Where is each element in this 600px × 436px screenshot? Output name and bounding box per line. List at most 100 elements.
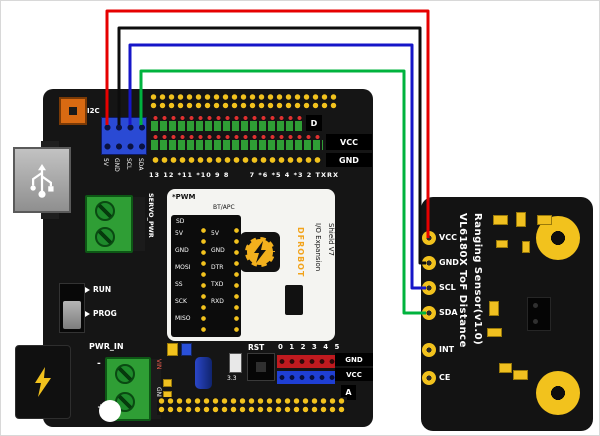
vcc-label: VCC: [340, 137, 358, 147]
sensor-pad-int: [422, 343, 436, 357]
sensor-pad-sda: [422, 306, 436, 320]
sensor-pin-gnd: GND: [439, 258, 459, 267]
analog-gnd-label: GND: [345, 355, 363, 364]
sensor-smd-3: [537, 215, 552, 225]
digital-section-badge: D: [306, 115, 322, 131]
sensor-pin-vcc: VCC: [439, 233, 457, 242]
digital-led-row-1: [151, 115, 303, 131]
product-name-line1: I/O Expansion: [314, 223, 322, 272]
pwr-terminal-screw-1: [115, 364, 135, 384]
run-prog-switch-knob: [63, 301, 81, 329]
i2c-pin-label-5v: 5V: [102, 158, 109, 166]
bottom-header-strip: [157, 397, 347, 415]
i2c-header: [101, 117, 147, 155]
sensor-smd-5: [522, 241, 530, 253]
pwm-label: *PWM: [172, 193, 196, 201]
capacitor: [195, 357, 212, 389]
prog-pointer-icon: [85, 311, 90, 317]
digital-header-strip: [149, 93, 337, 109]
transistor-component: [285, 285, 303, 315]
sensor-smd-8: [499, 363, 512, 373]
digital-section-label: D: [310, 118, 318, 128]
tof-emitter-aperture: [533, 303, 538, 308]
rst-button-cap: [256, 362, 266, 372]
i2c-pin-label-gnd: GND: [113, 158, 120, 172]
sensor-name-line1: VL6180X ToF Distance: [457, 213, 468, 348]
digital-pin-numbers-left: 13 12 *11 *10 9 8: [149, 171, 230, 179]
power-jack: [15, 345, 71, 419]
sensor-mount-hole-bottom: [536, 371, 580, 415]
bt-apc-label: BT/APC: [213, 204, 235, 211]
rst-label: RST: [248, 343, 265, 352]
spi-pin-miso: MISO: [175, 315, 191, 322]
blue-jumper: [181, 343, 192, 356]
servo-terminal-screw-2: [95, 227, 115, 247]
serial-pin-txd: TXD: [211, 281, 224, 288]
shield-orange-button: [59, 97, 87, 125]
vin-gnd-label: GND: [155, 387, 162, 401]
yellow-jumper: [167, 343, 178, 356]
analog-gnd-badge: GND: [335, 353, 373, 366]
gnd-label: GND: [339, 155, 359, 165]
analog-vcc-label: VCC: [346, 370, 362, 379]
sensor-pin-ce: CE: [439, 373, 451, 382]
product-name: I/O Expansion Shield V7: [311, 223, 339, 339]
analog-section-badge: A: [341, 385, 356, 400]
pwr-in-label: PWR_IN: [89, 342, 124, 351]
product-name-line2: Shield V7: [327, 223, 335, 256]
serial-pin-dtr: DTR: [211, 264, 224, 271]
i2c-label: I2C: [87, 107, 100, 115]
prog-label: PROG: [93, 309, 117, 318]
spi-pin-gnd: GND: [175, 247, 189, 254]
analog-header-blue: [277, 371, 335, 384]
smd-part-a: [163, 379, 172, 387]
servo-pwr-label: SERVO_PWR: [147, 193, 155, 238]
sensor-smd-4: [496, 240, 508, 248]
analog-pin-numbers: 0 1 2 3 4 5: [278, 343, 342, 351]
sensor-smd-9: [513, 370, 528, 380]
serial-pin-5v: 5V: [211, 230, 219, 237]
vcc-badge: VCC: [326, 134, 372, 150]
sd-header-holes-1: [199, 225, 208, 333]
minus-label: -: [97, 359, 101, 369]
voltage-label: 3.3: [227, 375, 237, 382]
sensor-smd-2: [516, 212, 526, 227]
voltage-select-switch: [229, 353, 242, 373]
sensor-pad-gnd: [422, 256, 436, 270]
sensor-smd-7: [487, 328, 502, 337]
usb-connector: [13, 147, 71, 213]
gnd-badge: GND: [326, 153, 372, 167]
sensor-pad-vcc: [422, 231, 436, 245]
sensor-pin-int: INT: [439, 345, 455, 354]
serial-pin-rxd: RXD: [211, 298, 224, 305]
sensor-name-line2: Ranging Sensor(v1.0): [472, 213, 483, 346]
servo-terminal-screw-1: [95, 201, 115, 221]
analog-header-red: [277, 355, 335, 368]
i2c-pin-label-scl: SCL: [125, 158, 132, 170]
digital-pin-numbers: 13 12 *11 *10 9 8 7 *6 *5 4 *3 2 TXRX: [149, 171, 339, 183]
vin-label: VIN: [155, 359, 162, 370]
sd-label: SD: [176, 218, 185, 225]
digital-pin-numbers-right: 7 *6 *5 4 *3 2 TXRX: [249, 171, 339, 179]
spi-pin-5v: 5V: [175, 230, 183, 237]
sensor-pad-scl: [422, 281, 436, 295]
spi-pin-sck: SCK: [175, 298, 187, 305]
tof-sensor-chip: [527, 297, 551, 331]
serial-pin-gnd: GND: [211, 247, 225, 254]
spi-pin-mosi: MOSI: [175, 264, 191, 271]
digital-led-row-2: [151, 134, 323, 150]
digital-hole-row: [151, 153, 323, 167]
mounting-hole: [99, 400, 121, 422]
sensor-name: VL6180X ToF Distance Ranging Sensor(v1.0…: [455, 213, 489, 431]
sensor-smd-6: [489, 301, 499, 316]
tof-receiver-aperture: [533, 319, 538, 324]
run-label: RUN: [93, 285, 112, 294]
spi-pin-ss: SS: [175, 281, 183, 288]
analog-section-label: A: [345, 388, 352, 397]
dfrobot-logo-icon: [240, 232, 280, 272]
analog-vcc-badge: VCC: [335, 368, 373, 381]
i2c-pin-label-sda: SDA: [137, 158, 144, 171]
sensor-pin-scl: SCL: [439, 283, 456, 292]
usb-icon: [30, 164, 54, 198]
